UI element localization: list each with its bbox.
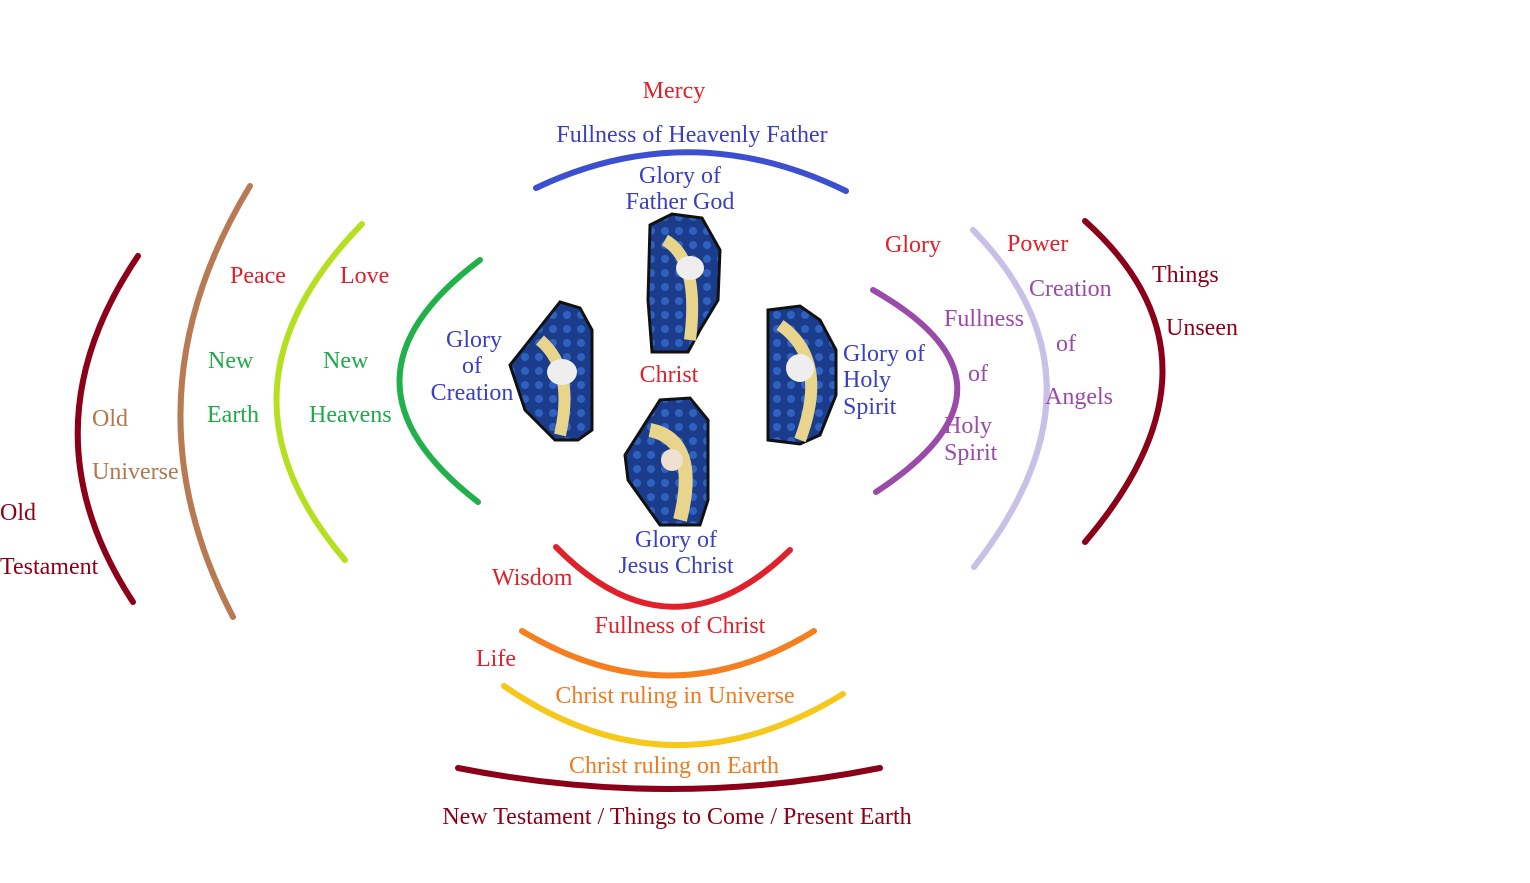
glory-spirit-2: Holy	[843, 367, 891, 393]
new-earth-2: Earth	[207, 402, 259, 428]
old-universe-1: Old	[92, 406, 128, 432]
things-unseen-arc	[1082, 218, 1166, 545]
glory-father-label-1: Glory of	[639, 163, 721, 189]
ruling-universe-label: Christ ruling in Universe	[555, 683, 794, 709]
glory-creation-2: of	[462, 353, 482, 379]
angel-glass-image	[623, 396, 710, 527]
old-testament-2: Testament	[0, 554, 99, 580]
glory-father-label-2: Father God	[626, 189, 735, 215]
glory-creation-1: Glory	[446, 327, 502, 353]
eagle-glass-image	[646, 212, 722, 354]
love-label: Love	[340, 263, 389, 289]
things-unseen-2: Unseen	[1166, 315, 1238, 341]
angels-arc	[970, 227, 1050, 570]
glory-jesus-1: Glory of	[635, 527, 717, 553]
new-earth-1: New	[208, 348, 254, 374]
old-testament-1: Old	[0, 500, 36, 526]
glory-creation-3: Creation	[431, 380, 514, 406]
wisdom-label: Wisdom	[492, 565, 573, 591]
new-testament-label: New Testament / Things to Come / Present…	[442, 804, 911, 830]
creation-angels-3: Angels	[1045, 384, 1113, 410]
creation-angels-1: Creation	[1029, 276, 1112, 302]
old-testament-arc	[74, 253, 141, 605]
fullness-christ-label: Fullness of Christ	[595, 613, 766, 639]
fullness-christ-arc	[553, 544, 793, 610]
new-testament-arc	[455, 765, 883, 792]
ruling-earth-arc	[501, 683, 846, 748]
fullness-spirit-2: of	[968, 361, 988, 387]
glory-spirit-1: Glory of	[843, 341, 925, 367]
peace-label: Peace	[230, 263, 286, 289]
mercy-label: Mercy	[643, 78, 706, 104]
new-heavens-arc	[396, 257, 483, 505]
glory-spirit-3: Spirit	[843, 394, 897, 420]
ruling-universe-arc	[519, 628, 817, 679]
father-arc	[533, 149, 849, 194]
fullness-father-label: Fullness of Heavenly Father	[556, 122, 827, 148]
holy-spirit-arc	[870, 287, 961, 495]
christ-label: Christ	[640, 362, 699, 388]
creation-angels-2: of	[1056, 331, 1076, 357]
things-unseen-1: Things	[1152, 262, 1219, 288]
fullness-spirit-3: Holy	[944, 413, 992, 439]
old-universe-arc	[177, 183, 253, 620]
new-heavens-1: New	[323, 348, 369, 374]
fullness-spirit-4: Spirit	[944, 440, 998, 466]
glory-label: Glory	[885, 232, 941, 258]
glory-jesus-2: Jesus Christ	[618, 553, 734, 579]
power-label: Power	[1007, 231, 1068, 257]
lion-glass-image	[766, 304, 838, 446]
ox-glass-image	[508, 300, 594, 442]
old-universe-2: Universe	[92, 459, 179, 485]
ruling-earth-label: Christ ruling on Earth	[569, 753, 779, 779]
life-label: Life	[476, 646, 516, 672]
new-earth-arc	[273, 221, 365, 563]
fullness-spirit-1: Fullness	[944, 306, 1024, 332]
new-heavens-2: Heavens	[309, 402, 392, 428]
